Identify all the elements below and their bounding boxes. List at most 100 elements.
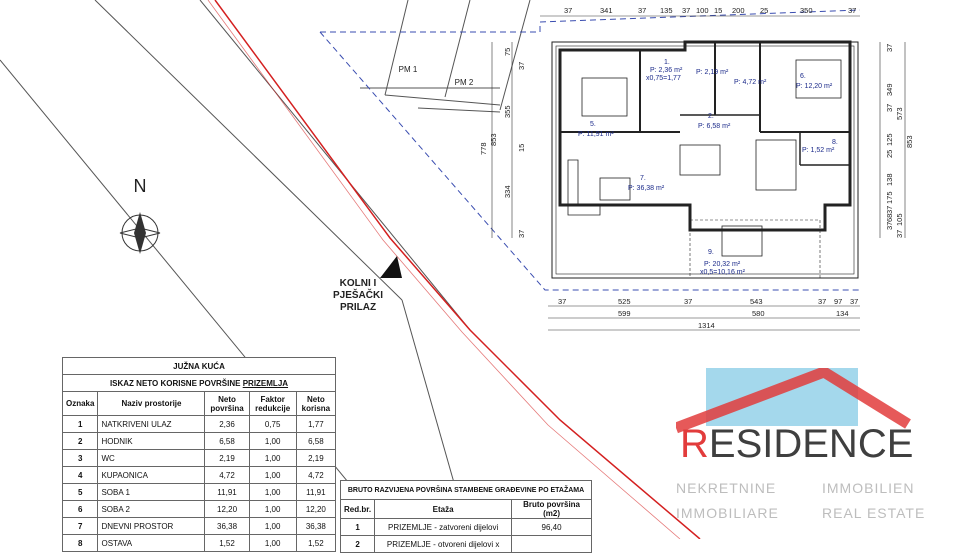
- svg-text:75: 75: [503, 48, 512, 56]
- floor-plan-drawing: N KOLNI I PJEŠAČKI PRILAZ PM 1 PM 2 37 3…: [0, 0, 914, 539]
- svg-text:2.: 2.: [708, 113, 714, 120]
- svg-text:25: 25: [885, 150, 894, 158]
- svg-text:37: 37: [848, 6, 856, 15]
- svg-text:138: 138: [885, 173, 894, 186]
- col-header: Neto korisna: [295, 391, 337, 416]
- svg-text:37: 37: [885, 206, 894, 214]
- building-zone-line: [319, 9, 861, 291]
- residence-logo-icon: [676, 368, 911, 434]
- svg-text:580: 580: [752, 309, 765, 318]
- access-label-2: PJEŠAČKI: [333, 288, 383, 301]
- dimension-left: 75 37 355 15 334 37 853 778: [479, 42, 526, 238]
- svg-text:37: 37: [684, 297, 692, 306]
- svg-text:135: 135: [660, 6, 673, 15]
- svg-text:349: 349: [885, 83, 894, 96]
- svg-text:37: 37: [895, 230, 904, 238]
- svg-text:x0,75=1,77: x0,75=1,77: [646, 75, 681, 82]
- logo-sub-right-1: IMMOBILIEN: [822, 480, 915, 496]
- svg-text:37: 37: [638, 6, 646, 15]
- north-arrow-icon: [119, 212, 161, 254]
- svg-text:P: 36,38 m²: P: 36,38 m²: [628, 185, 665, 192]
- north-label: N: [134, 176, 147, 196]
- svg-text:134: 134: [836, 309, 849, 318]
- col-header: Etaža: [374, 499, 513, 519]
- svg-text:37: 37: [558, 297, 566, 306]
- svg-text:599: 599: [618, 309, 631, 318]
- svg-text:543: 543: [750, 297, 763, 306]
- svg-text:68: 68: [885, 214, 894, 222]
- svg-text:P: 11,91 m²: P: 11,91 m²: [578, 131, 614, 138]
- svg-text:5.: 5.: [590, 121, 596, 128]
- svg-text:97: 97: [834, 297, 842, 306]
- svg-text:341: 341: [600, 6, 613, 15]
- dimension-bottom: 37 525 37 543 37 97 37 599 580 134 1314: [548, 297, 860, 331]
- col-header: Bruto površina (m2): [511, 499, 592, 519]
- svg-text:355: 355: [503, 105, 512, 118]
- svg-text:200: 200: [732, 6, 745, 15]
- svg-text:8.: 8.: [832, 139, 838, 146]
- svg-text:15: 15: [517, 144, 526, 152]
- net-area-table: JUŽNA KUĆA ISKAZ NETO KORISNE POVRŠINE P…: [61, 357, 337, 552]
- svg-text:37: 37: [517, 62, 526, 70]
- table-title: BRUTO RAZVIJENA POVRŠINA STAMBENE GRAĐEV…: [340, 480, 592, 500]
- svg-text:1314: 1314: [698, 321, 715, 330]
- logo-wordmark: RESIDENCE: [680, 422, 914, 466]
- svg-text:6.: 6.: [800, 73, 806, 80]
- svg-text:P: 4,72 m²: P: 4,72 m²: [734, 79, 767, 86]
- dimension-right: 37 349 37 125 25 138 175 37 68 37 105 37…: [879, 42, 914, 238]
- svg-text:37: 37: [818, 297, 826, 306]
- svg-text:25: 25: [760, 6, 768, 15]
- table-subtitle: ISKAZ NETO KORISNE POVRŠINE PRIZEMLJA: [62, 374, 336, 392]
- parcel-boundary-line: [214, 0, 701, 539]
- svg-text:100: 100: [696, 6, 709, 15]
- svg-text:334: 334: [503, 185, 512, 198]
- access-label-3: PRILAZ: [340, 302, 376, 313]
- svg-text:P: 2,19 m²: P: 2,19 m²: [696, 69, 729, 76]
- svg-text:37: 37: [682, 6, 690, 15]
- svg-text:37: 37: [564, 6, 572, 15]
- gross-area-table: BRUTO RAZVIJENA POVRŠINA STAMBENE GRAĐEV…: [339, 480, 592, 553]
- col-header: Faktor redukcije: [248, 391, 297, 416]
- col-header: Neto površina: [204, 391, 250, 416]
- svg-text:175: 175: [885, 191, 894, 204]
- svg-text:P: 1,52 m²: P: 1,52 m²: [802, 147, 835, 154]
- svg-text:7.: 7.: [640, 175, 646, 182]
- svg-text:350: 350: [800, 6, 813, 15]
- svg-text:x0,5=10,16 m²: x0,5=10,16 m²: [700, 269, 746, 276]
- svg-text:37: 37: [885, 222, 894, 230]
- access-label-1: KOLNI I: [340, 278, 377, 289]
- col-header: Red.br.: [339, 499, 376, 519]
- table-title: JUŽNA KUĆA: [62, 357, 336, 375]
- parking-2-label: PM 2: [455, 78, 474, 87]
- svg-text:853: 853: [905, 135, 914, 148]
- svg-text:37: 37: [885, 104, 894, 112]
- svg-text:1.: 1.: [664, 59, 670, 66]
- logo-sub-left-1: NEKRETNINE: [676, 480, 777, 496]
- svg-text:573: 573: [895, 107, 904, 120]
- svg-text:525: 525: [618, 297, 631, 306]
- svg-text:P: 20,32 m²: P: 20,32 m²: [704, 261, 741, 268]
- svg-text:125: 125: [885, 133, 894, 146]
- svg-text:37: 37: [885, 44, 894, 52]
- svg-text:P: 12,20 m²: P: 12,20 m²: [796, 83, 833, 90]
- col-header: Oznaka: [61, 391, 99, 416]
- svg-text:P: 2,36 m²: P: 2,36 m²: [650, 67, 683, 74]
- svg-text:15: 15: [714, 6, 722, 15]
- svg-text:37: 37: [517, 230, 526, 238]
- svg-text:37: 37: [850, 297, 858, 306]
- logo-sub-right-2: REAL ESTATE: [822, 505, 926, 521]
- svg-text:P: 6,58 m²: P: 6,58 m²: [698, 123, 731, 130]
- logo-sub-left-2: IMMOBILIARE: [676, 505, 779, 521]
- svg-text:853: 853: [489, 133, 498, 146]
- svg-text:778: 778: [479, 142, 488, 155]
- access-arrow-icon: [380, 256, 402, 278]
